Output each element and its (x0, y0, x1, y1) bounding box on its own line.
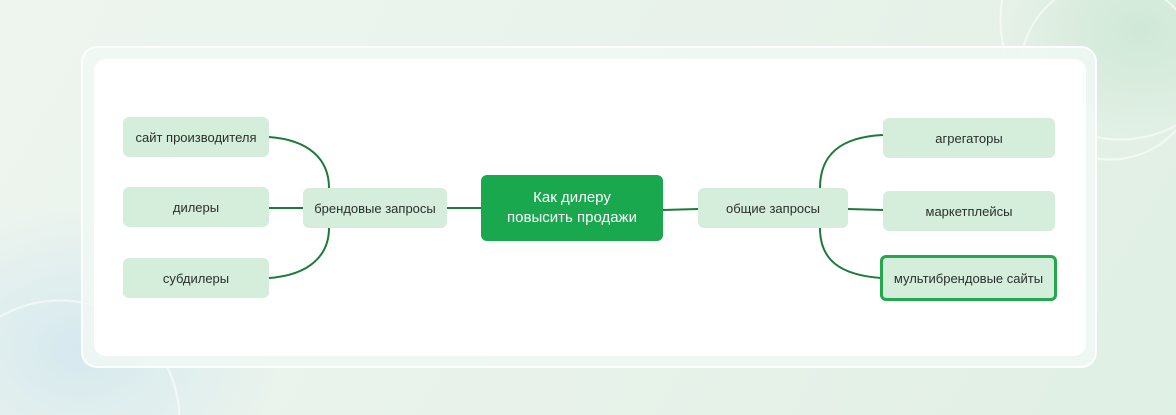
link-general-aggregators (819, 134, 884, 189)
link-center-general (662, 208, 699, 211)
node-label: маркетплейсы (925, 203, 1013, 219)
node-multibrand-sites[interactable]: мультибрендовые сайты (880, 255, 1057, 301)
node-dealers[interactable]: дилеры (123, 187, 269, 227)
node-marketplaces[interactable]: маркетплейсы (883, 191, 1055, 231)
node-label: дилеры (172, 199, 220, 215)
link-brand-site (268, 136, 330, 189)
node-label: мультибрендовые сайты (893, 270, 1044, 286)
node-label: агрегаторы (935, 130, 1003, 146)
link-general-multibrand (819, 227, 882, 279)
node-subdealers[interactable]: субдилеры (123, 258, 269, 298)
node-brand-queries[interactable]: брендовые запросы (303, 188, 447, 228)
node-label: общие запросы (725, 200, 820, 216)
node-center-topic[interactable]: Как дилеру повысить продажи (481, 175, 663, 241)
node-label: субдилеры (162, 270, 230, 286)
node-manufacturer-site[interactable]: сайт производителя (123, 117, 269, 157)
center-line-1: Как дилеру (533, 189, 611, 206)
node-label: брендовые запросы (314, 200, 436, 216)
node-aggregators[interactable]: агрегаторы (883, 118, 1055, 158)
center-line-2: повысить продажи (507, 209, 637, 226)
node-general-queries[interactable]: общие запросы (698, 188, 848, 228)
node-label: сайт производителя (135, 129, 257, 145)
link-general-marketplaces (847, 208, 884, 211)
link-brand-subdealers (268, 227, 330, 279)
